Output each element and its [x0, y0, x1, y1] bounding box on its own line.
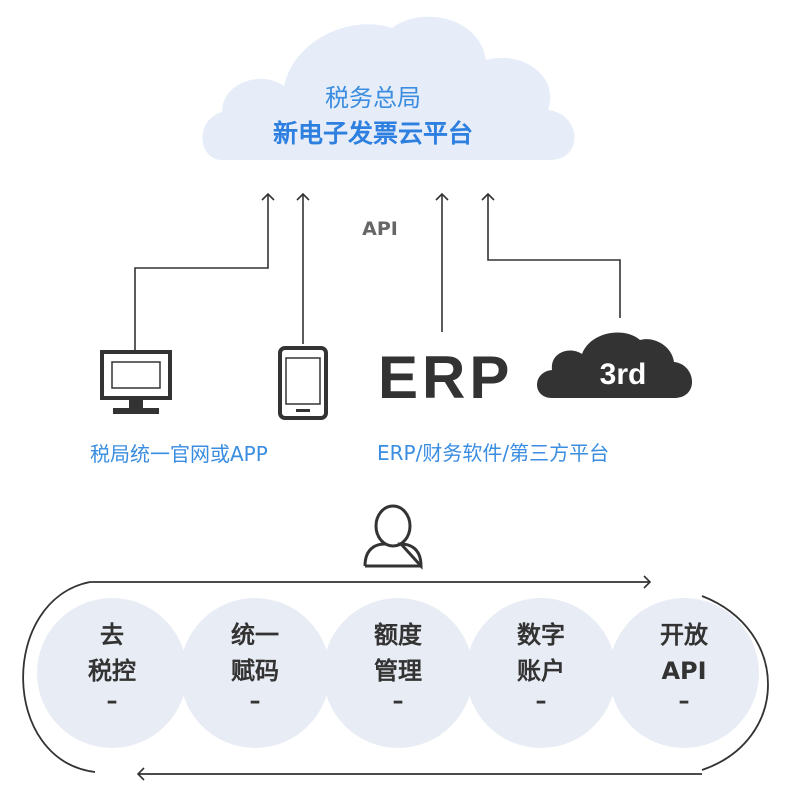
loop-right-arc: [701, 595, 769, 771]
feature-dash: –: [678, 689, 690, 714]
api-label: API: [362, 218, 398, 240]
monitor-icon: [100, 350, 172, 414]
platform-subtitle: 税务总局: [325, 84, 421, 112]
feature-label-5: 开放 API –: [619, 617, 749, 715]
feature-line1: 去: [100, 621, 124, 649]
feature-circle-5: [609, 598, 759, 748]
loop-left-arc: [22, 581, 96, 773]
arrow-monitor: [134, 192, 275, 352]
cycle-loop: [22, 575, 769, 781]
feature-label-1: 去 税控 –: [47, 617, 177, 715]
feature-dash: –: [106, 689, 118, 714]
feature-line2: API: [661, 657, 707, 685]
feature-line1: 额度: [374, 621, 422, 649]
feature-dash: –: [535, 689, 547, 714]
platform-cloud: [202, 16, 575, 160]
feature-line1: 开放: [660, 621, 708, 649]
feature-dash: –: [392, 689, 404, 714]
third-party-cloud-icon: [537, 332, 693, 398]
user-icon: [363, 504, 423, 570]
feature-label-4: 数字 账户 –: [476, 617, 606, 715]
feature-line1: 统一: [231, 621, 279, 649]
tax-portal-caption: 税局统一官网或APP: [90, 442, 268, 466]
feature-line1: 数字: [517, 621, 565, 649]
third-party-label: 3rd: [599, 358, 647, 391]
feature-line2: 管理: [374, 657, 422, 685]
feature-circle-3: [323, 598, 473, 748]
feature-circle-2: [180, 598, 330, 748]
feature-line2: 账户: [517, 657, 565, 685]
arrow-third-party: [481, 192, 621, 318]
feature-label-2: 统一 赋码 –: [190, 617, 320, 715]
erp-label: ERP: [378, 344, 514, 411]
feature-line2: 赋码: [231, 657, 279, 685]
feature-circle-4: [466, 598, 616, 748]
phone-icon: [278, 346, 328, 420]
platform-title: 新电子发票云平台: [272, 119, 473, 148]
feature-circle-1: [37, 598, 187, 748]
feature-line2: 税控: [88, 657, 136, 685]
erp-platform-caption: ERP/财务软件/第三方平台: [377, 441, 610, 465]
connector-lines: [134, 192, 621, 352]
feature-circles: [37, 598, 759, 748]
feature-dash: –: [249, 689, 261, 714]
feature-label-3: 额度 管理 –: [333, 617, 463, 715]
